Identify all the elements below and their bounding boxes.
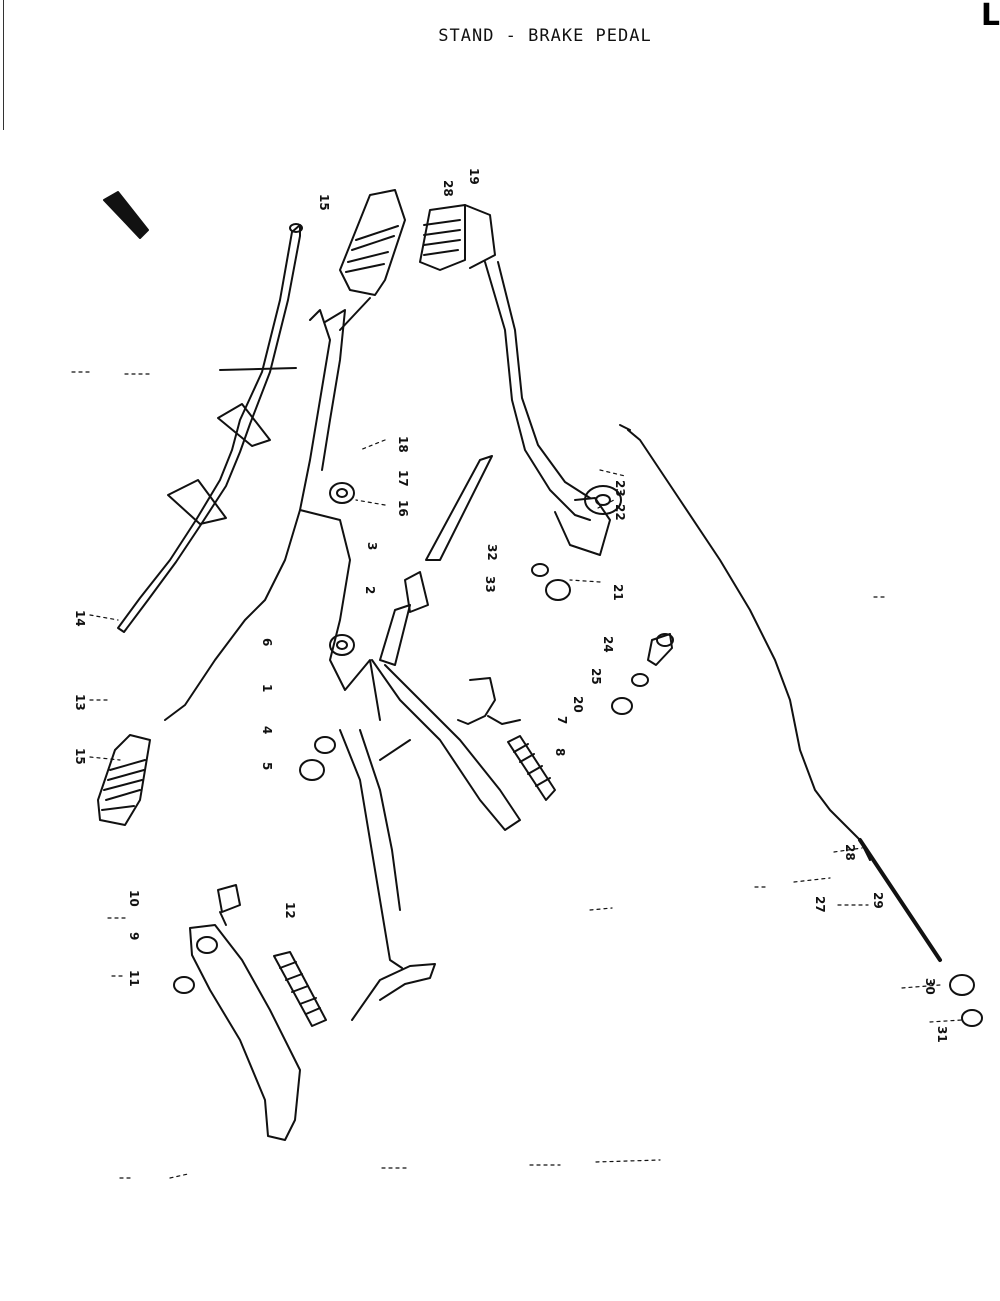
- callout-label: 29: [871, 892, 885, 909]
- callout-label: 14: [73, 610, 87, 627]
- callout-label: 28: [441, 180, 455, 197]
- brake-rod: [619, 424, 983, 1027]
- callout-label: 33: [483, 576, 497, 593]
- callout-label: 31: [935, 1026, 949, 1043]
- callout-label: 16: [396, 500, 410, 517]
- pivot-shaft: [379, 455, 493, 666]
- callout-label: 10: [127, 890, 141, 907]
- footrest-bar: [117, 223, 303, 633]
- callout-label: 28: [843, 844, 857, 861]
- grip-rubber-lower: [97, 734, 151, 826]
- center-stand: [164, 297, 521, 1021]
- washers-and-nuts: [299, 482, 674, 781]
- spring-hook-bracket: [457, 677, 521, 725]
- page-edge-rule: [3, 0, 4, 130]
- front-arrow-icon: [103, 191, 149, 239]
- callout-label: 5: [260, 762, 274, 770]
- leader-lines: [71, 371, 963, 1179]
- page-title: STAND - BRAKE PEDAL: [438, 26, 652, 46]
- callout-label: 15: [73, 748, 87, 765]
- callout-label: 13: [73, 694, 87, 711]
- callout-label: 27: [813, 896, 827, 913]
- brake-pedal: [419, 204, 622, 556]
- callout-label: 22: [613, 504, 627, 521]
- callout-label: 9: [127, 932, 141, 940]
- side-stand-spring: [273, 951, 327, 1027]
- callout-label: 18: [396, 436, 410, 453]
- corner-mark: L: [980, 0, 1000, 33]
- callout-label: 7: [555, 716, 569, 724]
- callout-label: 19: [467, 168, 481, 185]
- callout-label: 3: [365, 542, 379, 550]
- callout-label: 4: [260, 726, 274, 734]
- callout-label: 30: [923, 978, 937, 995]
- callout-label: 12: [283, 902, 297, 919]
- callout-label: 24: [601, 636, 615, 653]
- callout-label: 1: [260, 684, 274, 692]
- callout-label: 21: [611, 584, 625, 601]
- callout-label: 32: [485, 544, 499, 561]
- side-stand: [173, 884, 301, 1141]
- callout-label: 25: [589, 668, 603, 685]
- callout-label: 2: [363, 586, 377, 594]
- return-spring-middle: [507, 735, 556, 801]
- callout-label: 15: [317, 194, 331, 211]
- callout-labels: 28 19 15 18 17 16 3 2 6 1 4 5 7 8 20 25 …: [73, 168, 949, 1043]
- callout-label: 11: [127, 970, 141, 987]
- callout-label: 6: [260, 638, 274, 646]
- callout-label: 23: [613, 480, 627, 497]
- grip-rubber-upper: [339, 189, 406, 296]
- callout-label: 17: [396, 470, 410, 487]
- callout-label: 8: [553, 748, 567, 756]
- callout-label: 20: [571, 696, 585, 713]
